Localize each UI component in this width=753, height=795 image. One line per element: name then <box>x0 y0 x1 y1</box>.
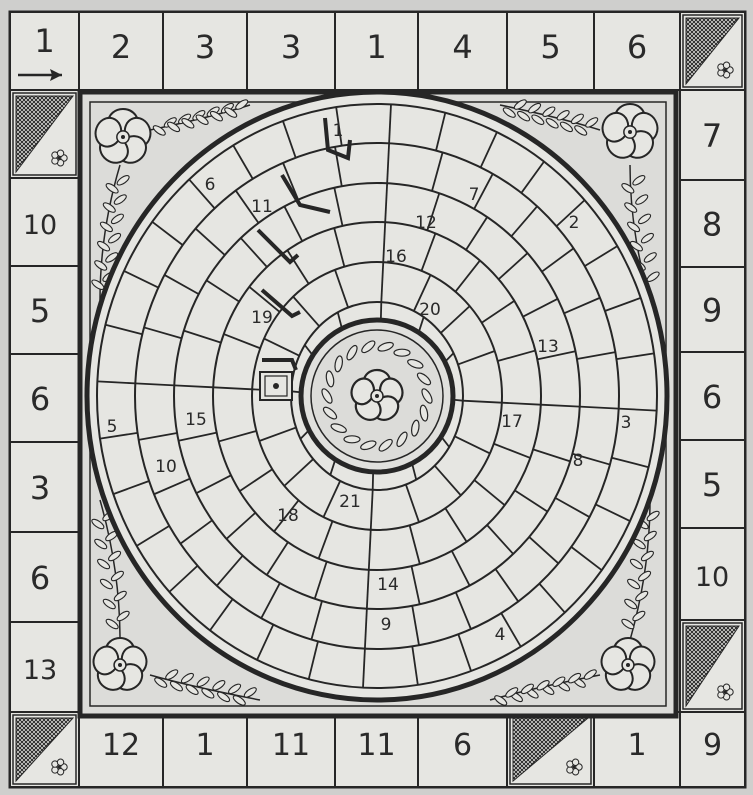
track-number: 7 <box>469 185 480 205</box>
track-number: 12 <box>415 213 437 233</box>
track-number: 19 <box>251 308 273 328</box>
cell-number: 13 <box>23 655 57 686</box>
cell-number: 5 <box>30 292 50 330</box>
track-number: 2 <box>569 213 580 233</box>
hatched-flower-icon <box>13 715 76 784</box>
cell-number: 11 <box>272 728 310 763</box>
cell-number: 6 <box>702 378 722 416</box>
cell-number: 4 <box>452 28 472 66</box>
cell-number: 3 <box>30 469 50 507</box>
flower-wreath-icon <box>301 320 453 472</box>
cell-number: 3 <box>195 28 215 66</box>
hatched-flower-icon <box>510 715 591 784</box>
track-number: 10 <box>155 457 177 477</box>
track-number: 18 <box>277 506 299 526</box>
track-number: 4 <box>495 625 506 645</box>
track-number: 3 <box>621 413 632 433</box>
cell-number: 7 <box>702 117 722 155</box>
cell-number: 2 <box>111 28 131 66</box>
dot-square-icon[interactable] <box>260 372 292 400</box>
cell-number: 3 <box>281 28 301 66</box>
track-number: 5 <box>107 417 118 437</box>
cell-number: 1 <box>195 728 214 763</box>
track-number: 11 <box>251 197 273 217</box>
track-number: 1 <box>333 121 344 141</box>
cell-number: 12 <box>102 728 140 763</box>
cell-number: 11 <box>357 728 395 763</box>
hatched-flower-icon <box>683 623 742 709</box>
track-number: 20 <box>419 300 441 320</box>
track-number: 6 <box>205 175 216 195</box>
track-number: 14 <box>377 575 399 595</box>
cell-number: 5 <box>540 28 560 66</box>
hatched-flower-icon <box>683 15 742 87</box>
cell-number: 6 <box>627 28 647 66</box>
cell-number: 6 <box>30 380 50 418</box>
track-number: 15 <box>185 410 207 430</box>
track-number: 13 <box>537 337 559 357</box>
cell-number: 1 <box>366 28 386 66</box>
track-number: 16 <box>385 247 407 267</box>
cell-number: 6 <box>453 728 472 763</box>
track-number: 8 <box>573 451 584 471</box>
cell-number: 1 <box>627 728 646 763</box>
cell-number: 6 <box>30 559 50 597</box>
cell-number: 8 <box>702 206 722 244</box>
track-number: 21 <box>339 492 361 512</box>
cell-number: 10 <box>23 210 57 241</box>
track-number: 17 <box>501 412 523 432</box>
hatched-flower-icon <box>13 93 76 175</box>
cell-number: 1 <box>34 22 54 60</box>
cell-number: 5 <box>702 466 722 504</box>
track-number: 9 <box>381 615 392 635</box>
cell-number: 10 <box>695 562 729 593</box>
cell-number: 9 <box>702 292 722 330</box>
cell-number: 9 <box>703 728 722 763</box>
